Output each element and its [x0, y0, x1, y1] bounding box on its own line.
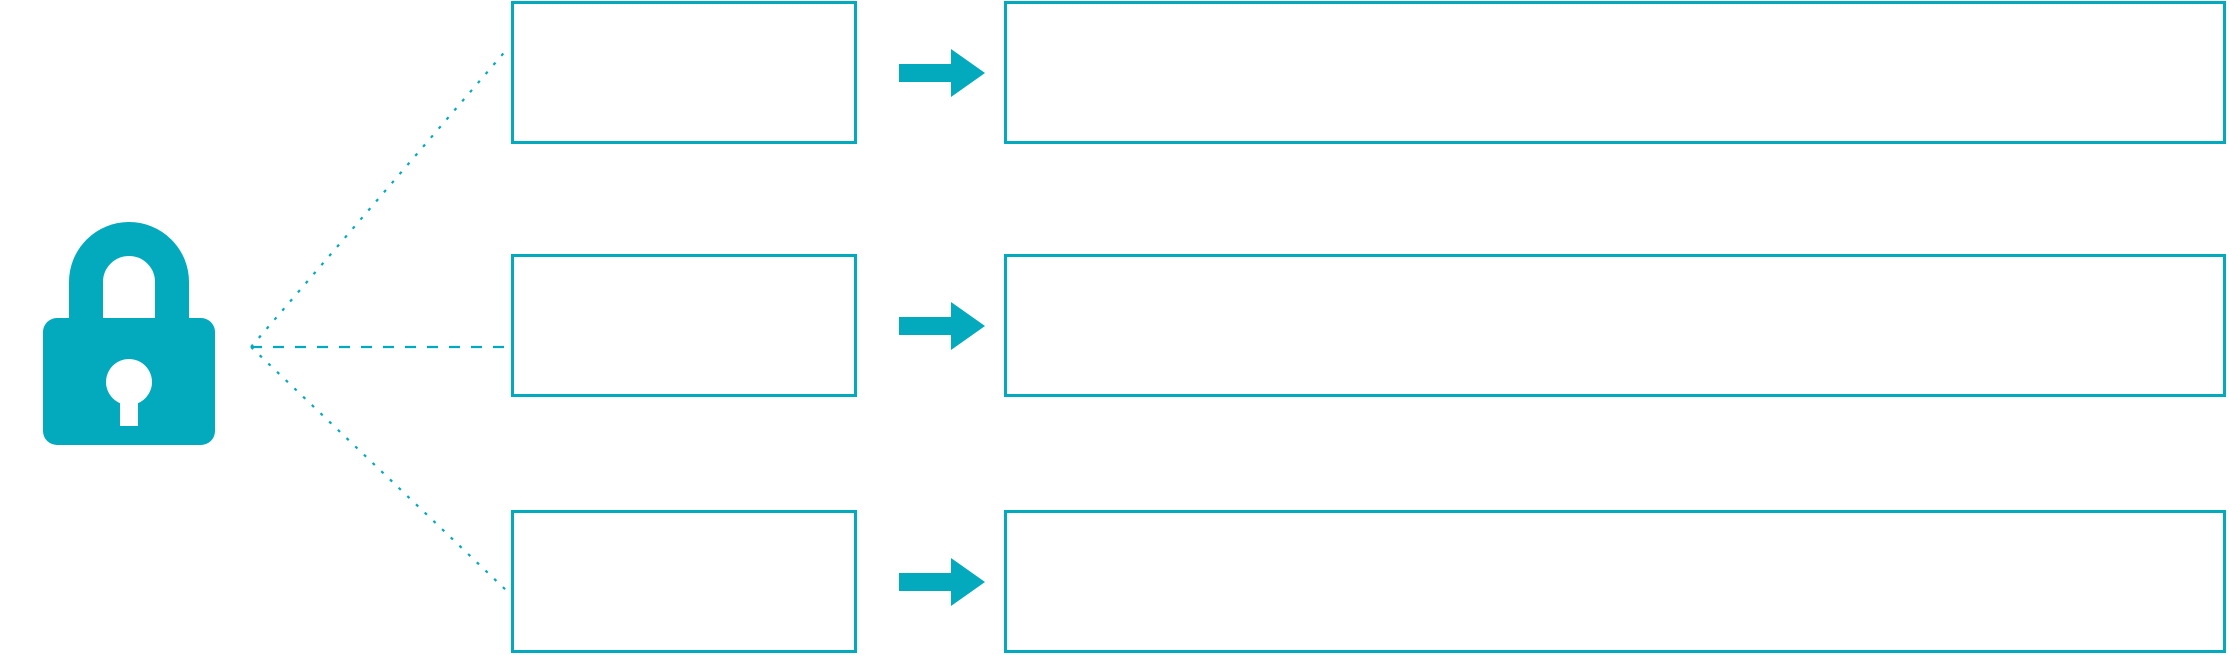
- small-box-row-1-label: [514, 4, 854, 32]
- arrow-right-icon: [899, 558, 985, 606]
- diagram-row-3: [0, 509, 2229, 654]
- arrow-right-icon: [899, 302, 985, 350]
- lock-icon: [43, 222, 215, 445]
- small-box-row-2-label: [514, 257, 854, 285]
- large-box-row-1[interactable]: [1004, 1, 2226, 144]
- large-box-row-3-label: [1007, 513, 2223, 541]
- small-box-row-3[interactable]: [511, 510, 857, 653]
- large-box-row-2-label: [1007, 257, 2223, 285]
- large-box-row-1-label: [1007, 4, 2223, 32]
- large-box-row-3[interactable]: [1004, 510, 2226, 653]
- diagram-row-2: [0, 253, 2229, 398]
- small-box-row-2[interactable]: [511, 254, 857, 397]
- diagram-row-1: [0, 0, 2229, 145]
- small-box-row-1[interactable]: [511, 1, 857, 144]
- small-box-row-3-label: [514, 513, 854, 541]
- large-box-row-2[interactable]: [1004, 254, 2226, 397]
- arrow-right-icon: [899, 49, 985, 97]
